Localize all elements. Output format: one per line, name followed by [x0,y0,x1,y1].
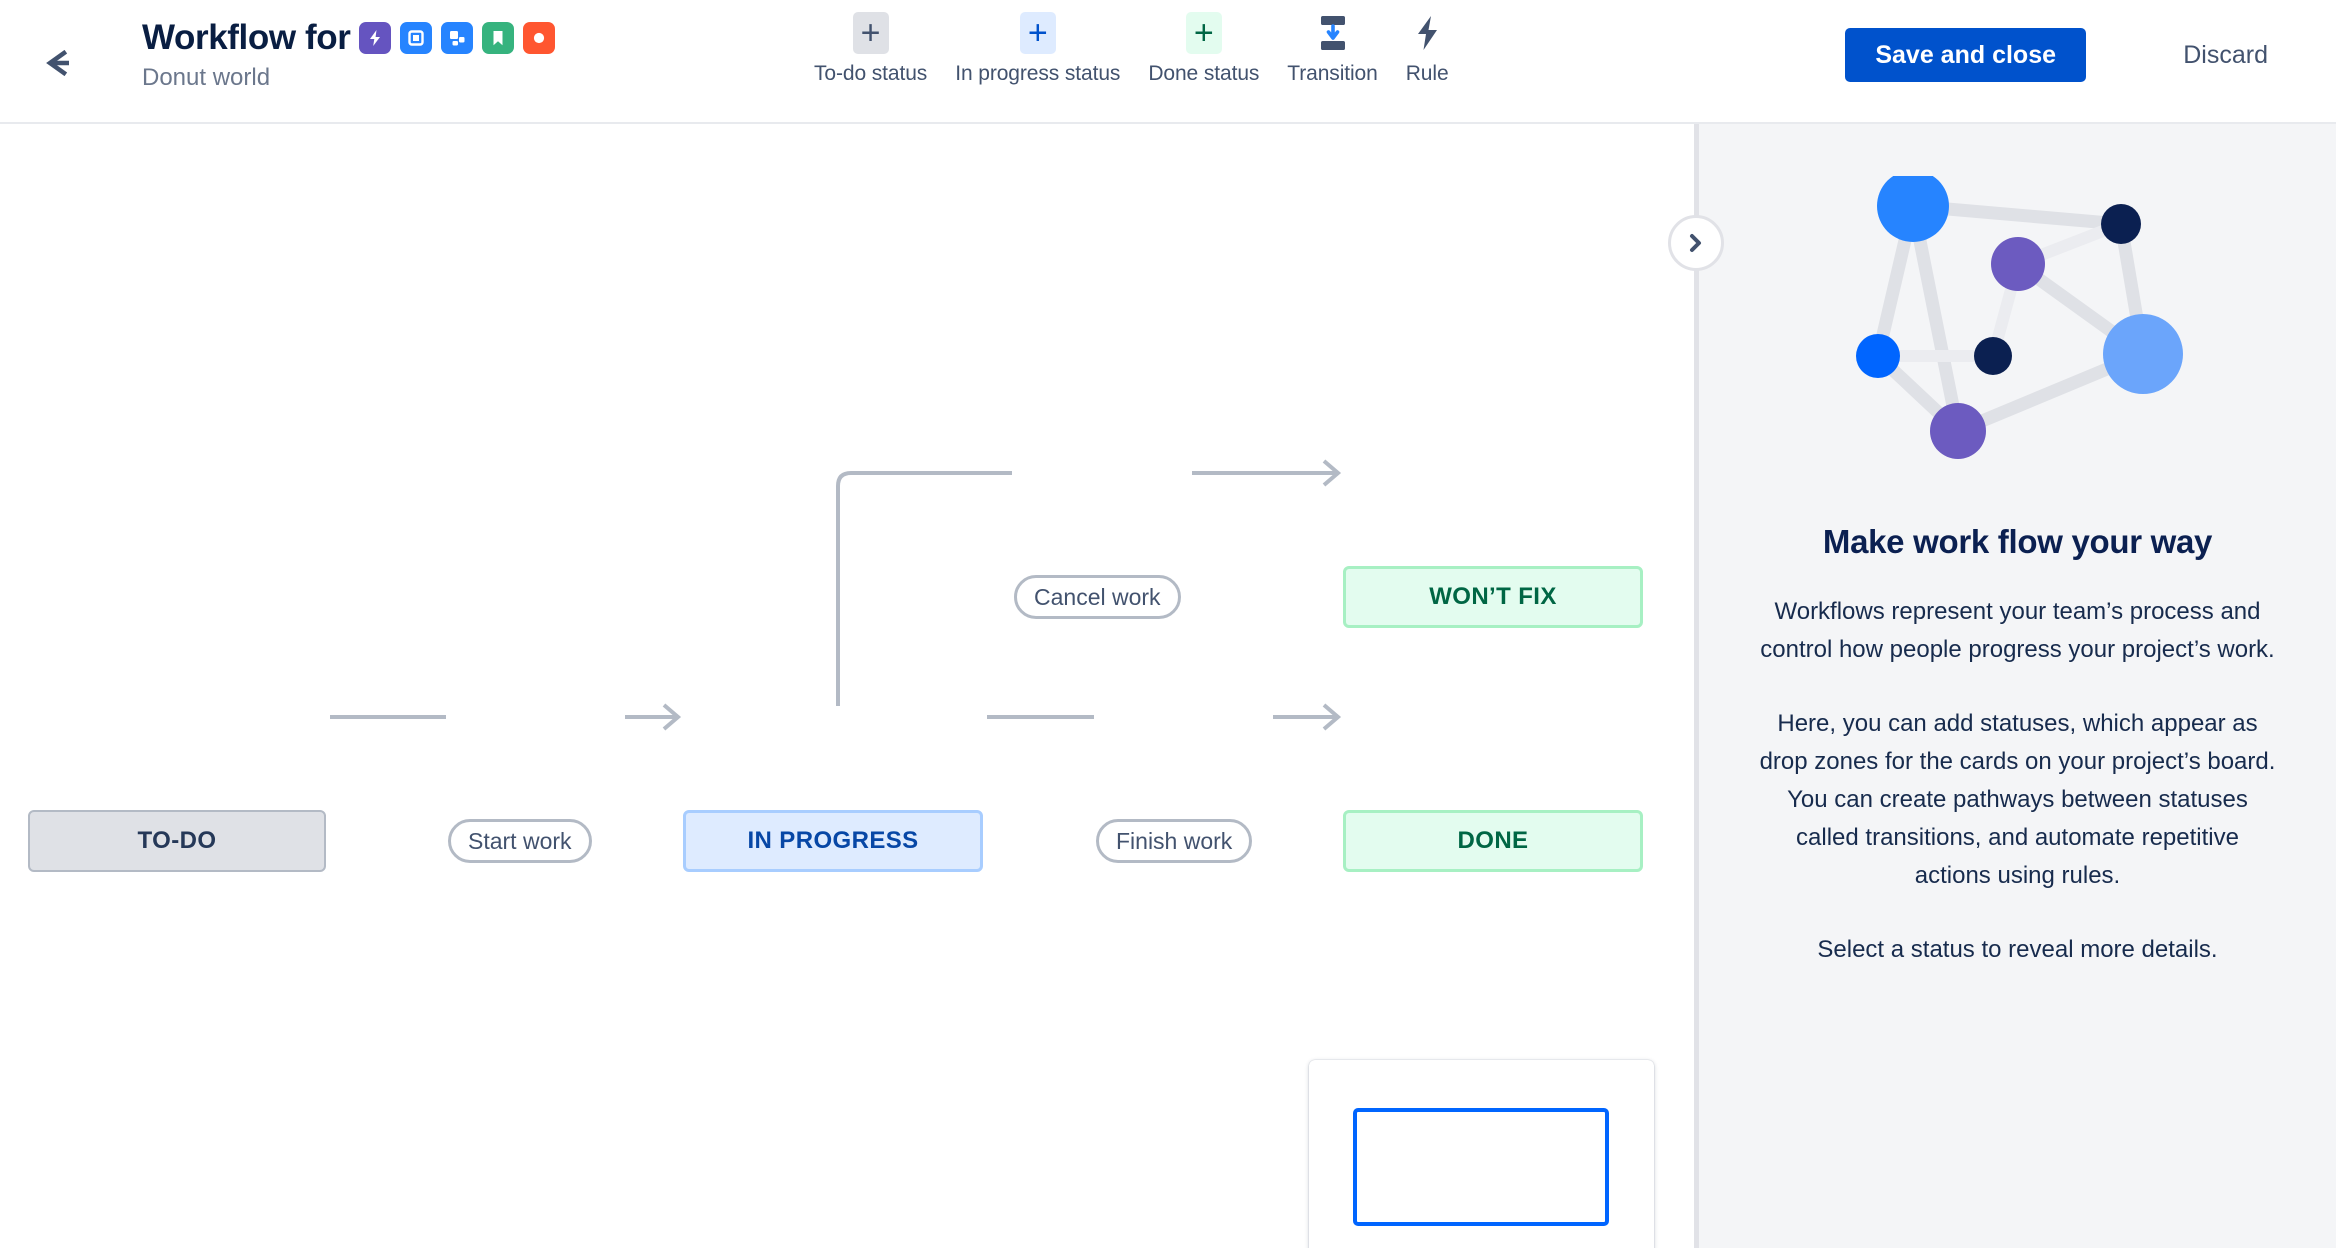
collapse-panel-button[interactable] [1668,215,1724,271]
sidebar-paragraph-3: Select a status to reveal more details. [1817,936,2218,963]
back-arrow-icon[interactable] [38,43,82,83]
plus-icon: + [1019,12,1056,54]
arrowhead-done [1322,703,1342,731]
page-subtitle: Donut world [142,64,271,91]
toolbar: + To-do status + In progress status + Do… [800,12,1463,86]
arrowhead-wontfix [1322,459,1342,487]
workflow-connectors [330,459,1342,731]
board-icon[interactable] [400,22,433,54]
rule-bolt-icon [1409,12,1445,54]
status-node-label: DONE [1457,827,1529,854]
title-block: Workflow for Donut world [142,18,556,92]
minimap-viewport-rect[interactable] [1353,1108,1609,1226]
subtask-icon[interactable] [441,22,474,54]
tool-label: Rule [1405,62,1449,85]
tool-todo-status[interactable]: + To-do status [800,12,941,86]
graph-node-light-blue [2102,314,2183,394]
circle-icon[interactable] [523,22,556,54]
edge-inprogress-cancel [836,471,1012,706]
tool-done-status[interactable]: + Done status [1134,12,1273,86]
tool-label: Done status [1148,62,1260,85]
status-node-todo[interactable]: TO-DO [28,810,326,872]
info-sidebar: Make work flow your way Workflows repres… [1699,124,2336,1248]
sidebar-paragraph-2: Here, you can add statuses, which appear… [1759,710,2276,889]
discard-button[interactable]: Discard [2183,28,2268,82]
status-node-label: WON’T FIX [1429,583,1557,610]
tool-label: To-do status [814,62,928,85]
plus-icon: + [1185,12,1222,54]
sidebar-paragraph-1: Workflows represent your team’s process … [1760,598,2275,663]
tool-transition[interactable]: Transition [1273,12,1391,86]
page-title: Workflow for [142,18,351,57]
chevron-right-icon [1690,234,1701,252]
transition-label-start-work[interactable]: Start work [448,819,592,863]
tool-in-progress-status[interactable]: + In progress status [941,12,1134,86]
sidebar-title: Make work flow your way [1822,523,2213,560]
status-node-wont-fix[interactable]: WON’T FIX [1343,566,1643,628]
tool-rule[interactable]: Rule [1392,12,1463,86]
tool-label: In progress status [955,62,1121,85]
graph-node-purple-1 [1990,237,2045,291]
transition-label-finish-work[interactable]: Finish work [1096,819,1253,863]
graph-node-large-blue [1876,170,1949,242]
minimap-panel[interactable] [1309,1060,1654,1248]
status-node-label: IN PROGRESS [747,827,919,854]
plus-icon: + [852,12,889,54]
graph-node-purple-2 [1929,403,1986,459]
transition-label-cancel-work[interactable]: Cancel work [1014,575,1181,619]
graph-node-dark-1 [2100,204,2141,244]
bookmark-icon[interactable] [482,22,515,54]
arrowhead-inprogress [662,703,682,731]
status-node-done[interactable]: DONE [1343,810,1643,872]
app-header: Workflow for Donut world + To-do status [0,0,2336,124]
network-graph-illustration [1853,170,2183,471]
status-node-in-progress[interactable]: IN PROGRESS [683,810,983,872]
title-row: Workflow for [142,18,556,58]
workflow-canvas[interactable]: TO-DO IN PROGRESS DONE WON’T FIX Start w… [0,124,1694,1248]
panel-divider [1694,124,1699,1248]
graph-node-blue-small [1855,334,1900,378]
tool-label: Transition [1287,62,1378,85]
graph-node-dark-2 [1973,337,2012,375]
status-node-label: TO-DO [137,827,217,854]
transition-icon [1315,12,1351,54]
save-and-close-button[interactable]: Save and close [1845,28,2086,82]
bolt-icon[interactable] [359,22,392,54]
